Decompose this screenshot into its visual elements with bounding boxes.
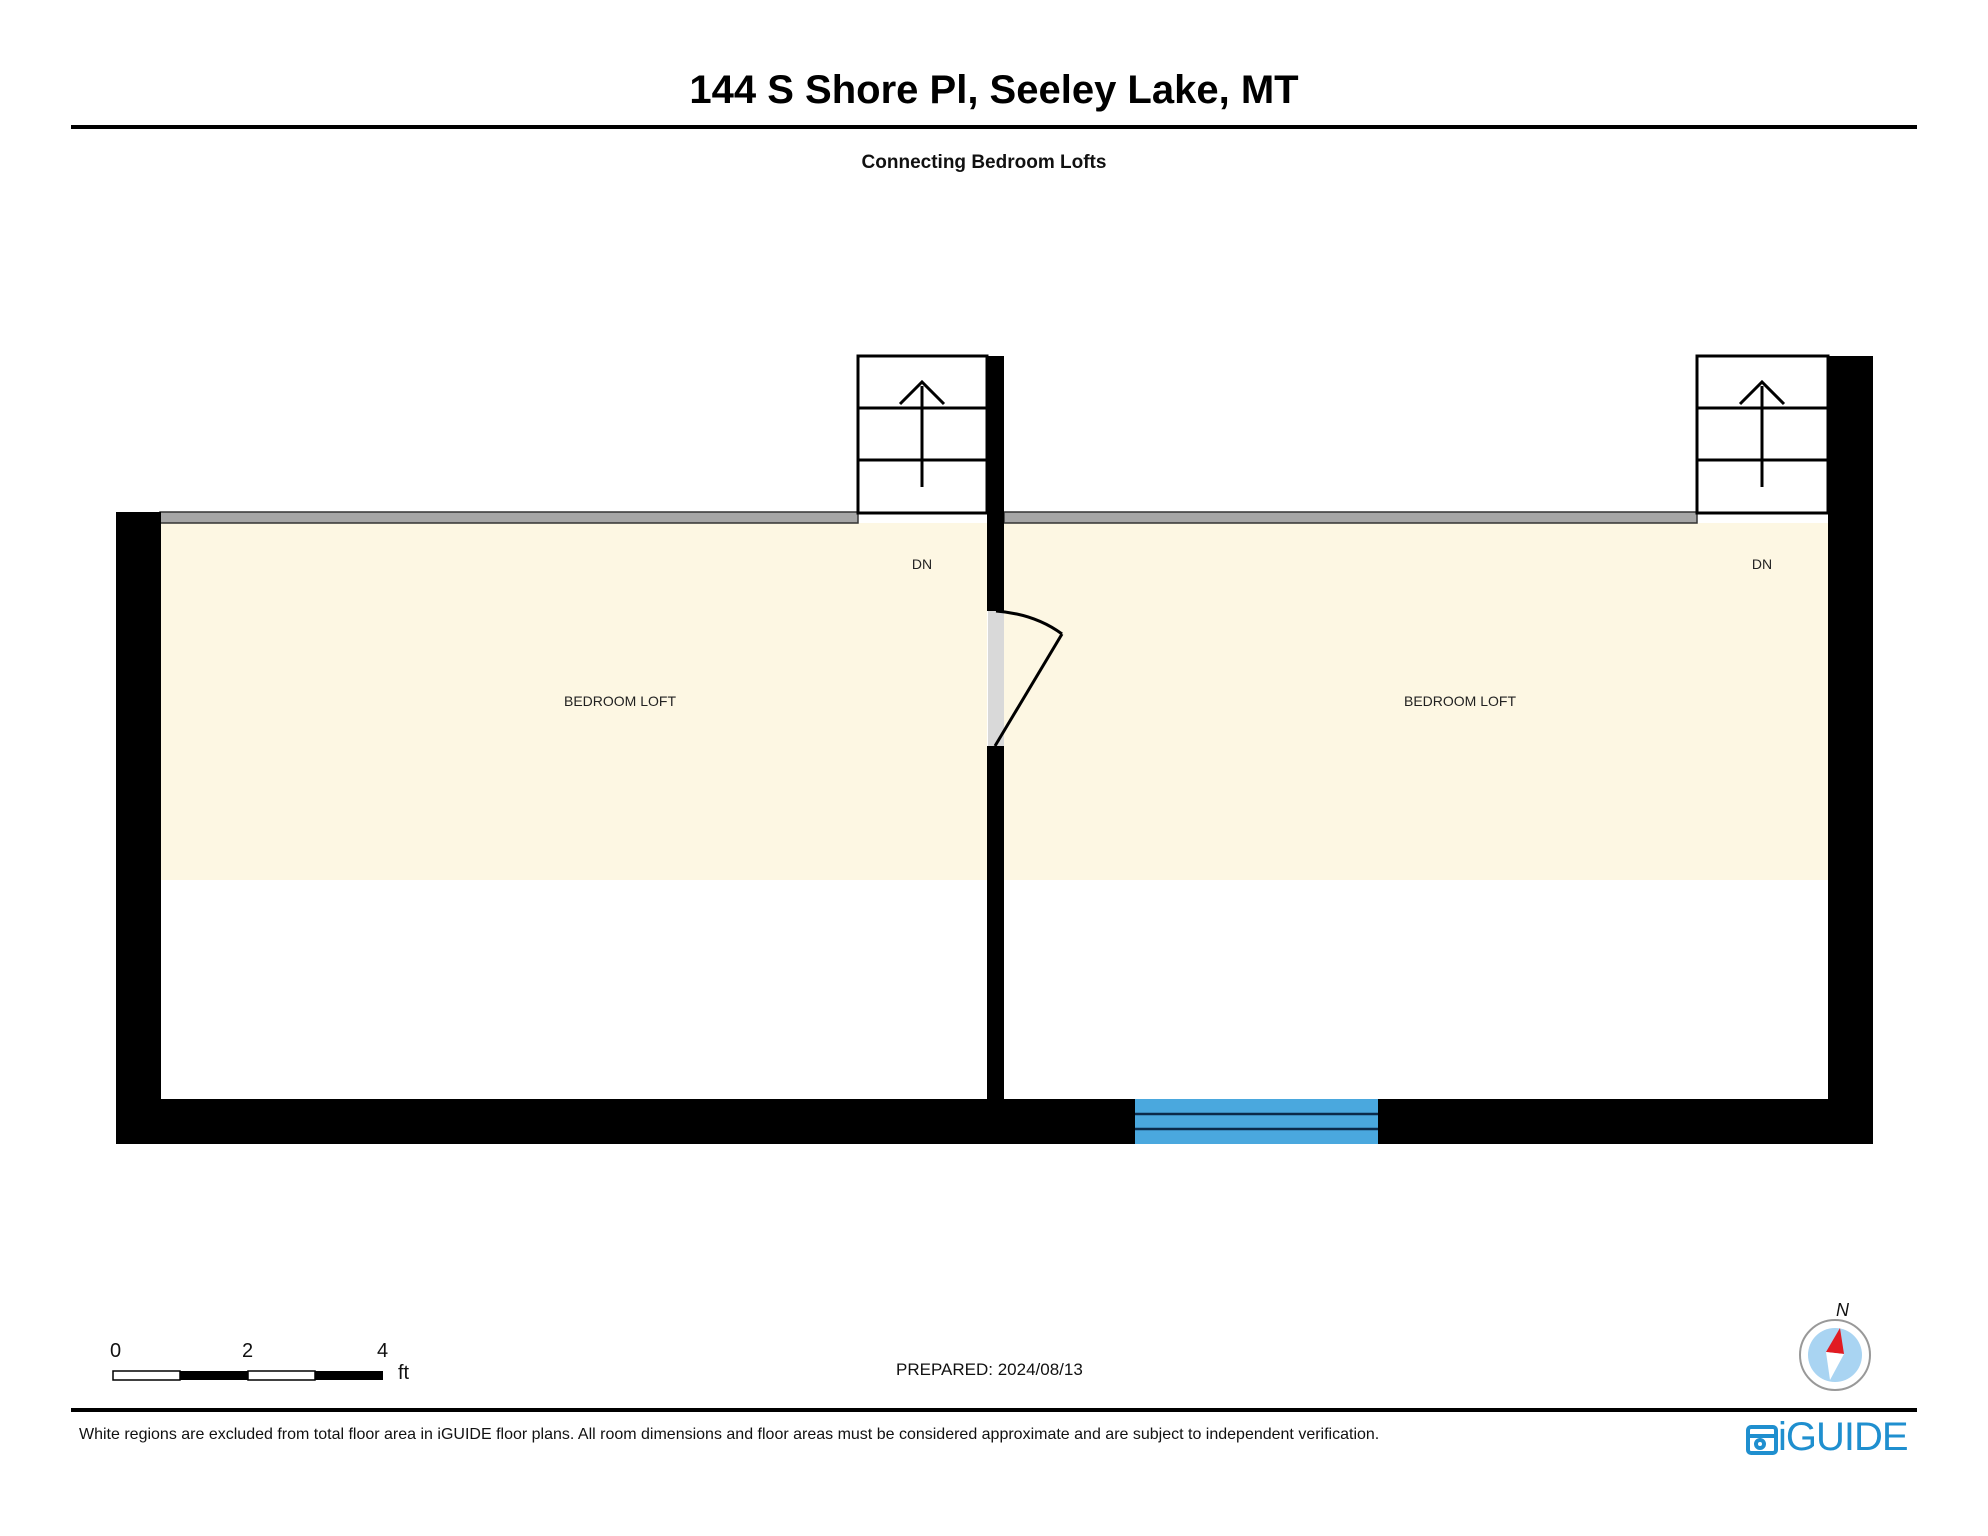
compass-icon: [1799, 1319, 1871, 1391]
scale-unit: ft: [398, 1362, 410, 1384]
compass-north-label: N: [1836, 1300, 1849, 1320]
stairs-right: [1695, 354, 1830, 515]
scale-tick-4: 4: [377, 1340, 389, 1362]
iguide-logo-icon: [1746, 1425, 1778, 1455]
floor-subtitle: Connecting Bedroom Lofts: [861, 152, 1107, 173]
walls: [116, 356, 1873, 1144]
page-title: 144 S Shore Pl, Seeley Lake, MT: [689, 68, 1299, 112]
title-divider: [71, 125, 1917, 129]
footer-divider: [71, 1408, 1917, 1412]
scale-tick-2: 2: [242, 1340, 254, 1362]
disclaimer-text: White regions are excluded from total fl…: [79, 1426, 1380, 1443]
railing-left: [159, 511, 859, 524]
stairs-left: [856, 354, 989, 515]
iguide-brand: iGUIDE: [1778, 1415, 1909, 1459]
stair-label-right: DN: [1751, 556, 1773, 572]
room-label-left: BEDROOM LOFT: [563, 693, 676, 709]
room-fill-right: [1004, 523, 1828, 880]
scale-bar: [112, 1370, 383, 1381]
scale-tick-0: 0: [110, 1340, 122, 1362]
prepared-date: PREPARED: 2024/08/13: [896, 1360, 1083, 1379]
window: [1135, 1099, 1378, 1144]
railing-right: [1003, 511, 1698, 524]
stair-label-left: DN: [911, 556, 933, 572]
door-swing: [988, 609, 1064, 747]
room-label-right: BEDROOM LOFT: [1403, 693, 1516, 709]
room-fill-left: [161, 523, 987, 880]
